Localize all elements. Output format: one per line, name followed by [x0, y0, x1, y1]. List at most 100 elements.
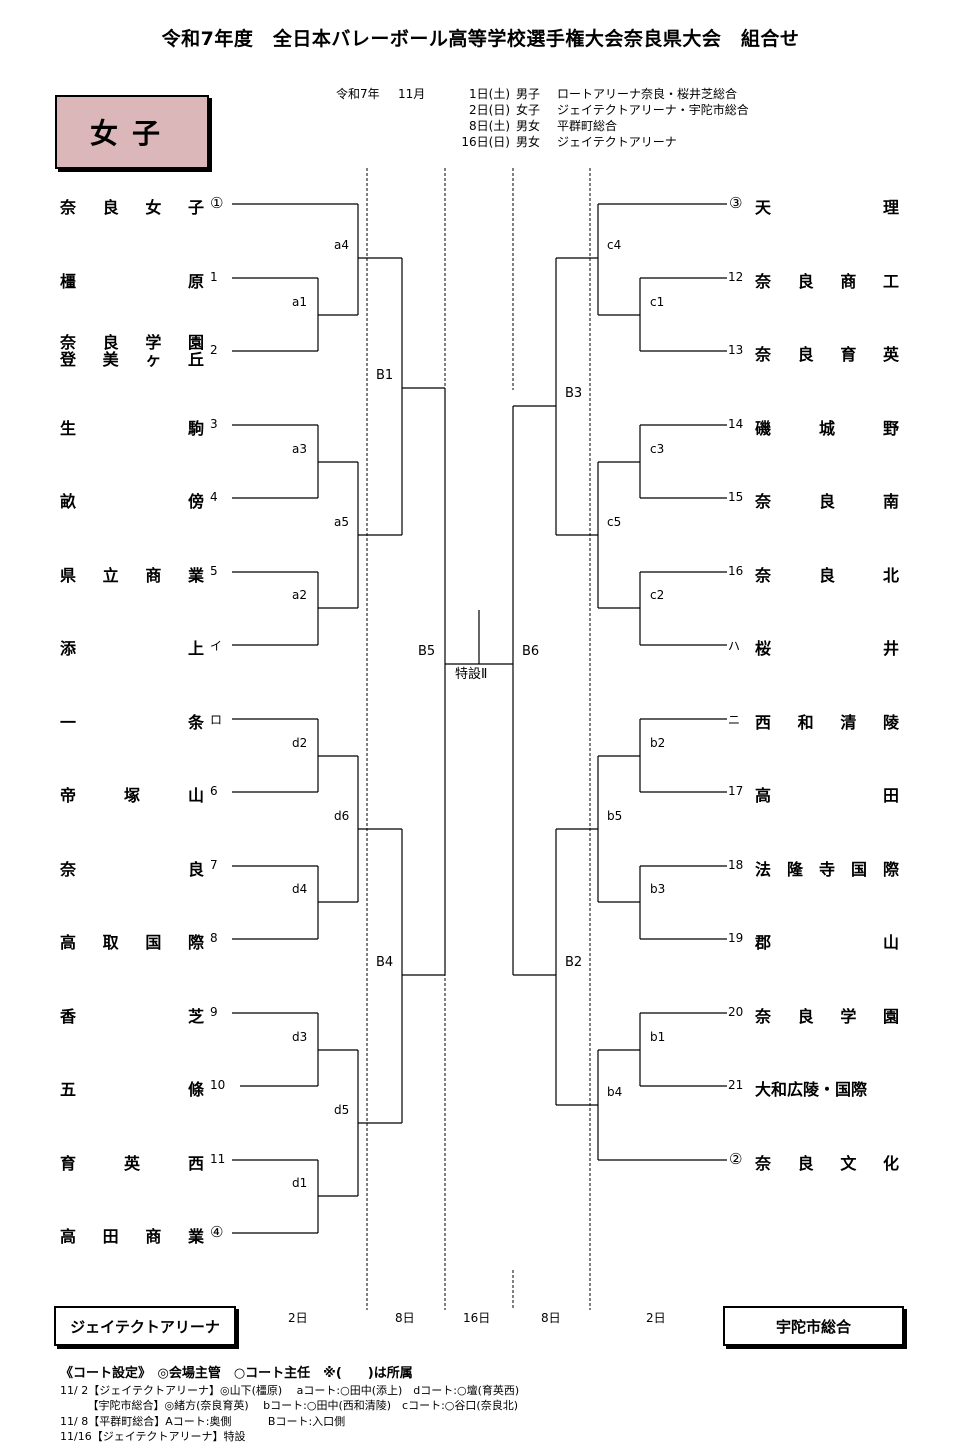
- match-label-c1: c1: [650, 295, 665, 309]
- match-label-a5: a5: [334, 515, 349, 529]
- team-name: 奈良学園: [755, 1007, 899, 1026]
- team-name: 県立商業: [60, 566, 204, 585]
- match-label-a3: a3: [292, 442, 307, 456]
- seed-number: 20: [728, 1005, 744, 1019]
- division-label: 女子: [55, 95, 209, 169]
- match-label-B3: B3: [565, 386, 583, 401]
- team-name: 奈良: [60, 860, 204, 879]
- schedule-month: 11月: [398, 87, 426, 101]
- match-label-b2: b2: [650, 736, 666, 750]
- schedule-venue: 平群町総合: [557, 119, 618, 133]
- team-name: 西和清陵: [755, 713, 899, 732]
- footer-heading: 《コート設定》 ◎会場主管 ○コート主任 ※( )は所属: [60, 1366, 413, 1381]
- seed-number: 10: [210, 1078, 226, 1092]
- match-label-b5: b5: [607, 809, 623, 823]
- round-day-label: 16日: [463, 1311, 491, 1325]
- match-label-d1: d1: [292, 1176, 308, 1190]
- team-name-line: 奈良学園: [60, 333, 204, 352]
- seed-number: 6: [210, 784, 218, 798]
- footer-line: 【宇陀市総合】◎緒方(奈良育英) bコート:○田中(西和清陵) cコート:○谷口…: [60, 1399, 518, 1412]
- page-title: 令和7年度 全日本バレーボール高等学校選手権大会奈良県大会 組合せ: [161, 28, 800, 50]
- seed-number: 4: [210, 490, 218, 504]
- team-name: 高田: [755, 786, 899, 805]
- match-label-c2: c2: [650, 588, 665, 602]
- team-name: 添上: [60, 639, 204, 658]
- team-name: 五條: [60, 1080, 204, 1099]
- team-name: 奈良南: [755, 492, 899, 511]
- team-name: 奈良学園登美ヶ丘: [60, 334, 204, 368]
- seed-number: 2: [210, 343, 218, 357]
- team-name: 郡山: [755, 933, 899, 952]
- match-label-d6: d6: [334, 809, 350, 823]
- seed-number: 16: [728, 564, 744, 578]
- seed-number: ②: [729, 1150, 743, 1168]
- seed-number: 9: [210, 1005, 218, 1019]
- round-day-label: 2日: [646, 1311, 666, 1325]
- seed-number: ニ: [728, 713, 741, 727]
- schedule-day: 2日(日): [469, 103, 510, 117]
- schedule-gender: 女子: [516, 103, 541, 117]
- seed-number: ハ: [728, 639, 741, 653]
- match-label-c5: c5: [607, 515, 622, 529]
- match-label-d3: d3: [292, 1030, 308, 1044]
- match-label-b1: b1: [650, 1030, 666, 1044]
- seed-number: イ: [210, 639, 223, 653]
- team-name: 高取国際: [60, 933, 204, 952]
- match-label-a1: a1: [292, 295, 307, 309]
- schedule-venue: ジェイテクトアリーナ: [557, 135, 677, 149]
- match-label-c3: c3: [650, 442, 665, 456]
- team-name: 奈良育英: [755, 345, 899, 364]
- schedule-day: 16日(日): [461, 135, 510, 149]
- team-name: 桜井: [755, 639, 899, 658]
- match-label-B2: B2: [565, 955, 583, 970]
- team-name: 磯城野: [755, 419, 899, 438]
- round-day-label: 2日: [288, 1311, 308, 1325]
- match-label-B5: B5: [418, 644, 436, 659]
- seed-number: 1: [210, 270, 218, 284]
- schedule-gender: 男女: [516, 119, 541, 133]
- seed-number: 21: [728, 1078, 744, 1092]
- match-label-a2: a2: [292, 588, 307, 602]
- team-name: 法隆寺国際: [755, 860, 899, 879]
- match-label-b4: b4: [607, 1085, 623, 1099]
- footer-line: 11/ 2【ジェイテクトアリーナ】◎山下(橿原) aコート:○田中(添上) dコ…: [60, 1384, 520, 1397]
- team-name: 天理: [755, 198, 899, 217]
- seed-number: ③: [729, 194, 743, 212]
- seed-number: 13: [728, 343, 744, 357]
- footer-line: 11/ 8【平群町総合】Aコート:奥側 Bコート:入口側: [60, 1415, 346, 1428]
- team-name: 奈良文化: [755, 1154, 899, 1173]
- footer-line: 11/16【ジェイテクトアリーナ】特設: [60, 1430, 246, 1443]
- match-label-B6: B6: [522, 644, 540, 659]
- seed-number: 19: [728, 931, 744, 945]
- team-name: 生駒: [60, 419, 204, 438]
- team-name: 畝傍: [60, 492, 204, 511]
- team-name: 奈良女子: [60, 198, 204, 217]
- seed-number: ④: [210, 1223, 224, 1241]
- match-label-c4: c4: [607, 238, 622, 252]
- team-name: 一条: [60, 713, 204, 732]
- schedule-venue: ロートアリーナ奈良・桜井芝総合: [557, 87, 738, 101]
- team-name: 奈良北: [755, 566, 899, 585]
- schedule-gender: 男女: [516, 135, 541, 149]
- match-label-b3: b3: [650, 882, 666, 896]
- team-name: 育英西: [60, 1154, 204, 1173]
- schedule-day: 1日(土): [469, 87, 510, 101]
- match-label-B4: B4: [376, 955, 394, 970]
- team-name: 奈良商工: [755, 272, 899, 291]
- round-day-label: 8日: [395, 1311, 415, 1325]
- seed-number: 12: [728, 270, 744, 284]
- team-name: 橿原: [60, 272, 204, 291]
- seed-number: 15: [728, 490, 744, 504]
- seed-number: 3: [210, 417, 218, 431]
- team-name: 大和広陵・国際: [755, 1080, 868, 1099]
- seed-number: 14: [728, 417, 744, 431]
- seed-number: ①: [210, 194, 224, 212]
- round-day-label: 8日: [541, 1311, 561, 1325]
- match-label-B1: B1: [376, 368, 394, 383]
- seed-number: ロ: [210, 713, 223, 727]
- team-name: 香芝: [60, 1007, 204, 1026]
- match-label-d2: d2: [292, 736, 308, 750]
- seed-number: 18: [728, 858, 744, 872]
